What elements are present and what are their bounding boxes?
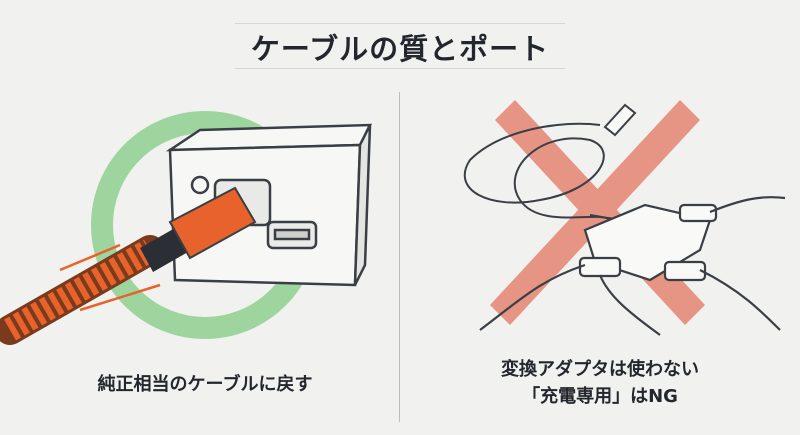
right-caption-line1: 変換アダプタは使わない — [501, 359, 699, 380]
right-caption-line2: 「充電専用」はNG — [522, 386, 678, 407]
page-title: ケーブルの質とポート — [250, 32, 550, 66]
left-caption: 純正相当のケーブルに戻す — [97, 374, 313, 395]
usb-hub-icon — [479, 196, 786, 336]
good-cable-illustration — [0, 111, 373, 345]
title-rule-top — [235, 23, 565, 24]
panel-divider — [399, 92, 400, 422]
usb-cable-icon — [0, 186, 257, 345]
device-box — [165, 123, 373, 287]
bad-adapter-illustration — [463, 100, 786, 336]
right-caption: 変換アダプタは使わない 「充電専用」はNG — [420, 356, 780, 410]
title-rule-bottom — [235, 68, 565, 69]
